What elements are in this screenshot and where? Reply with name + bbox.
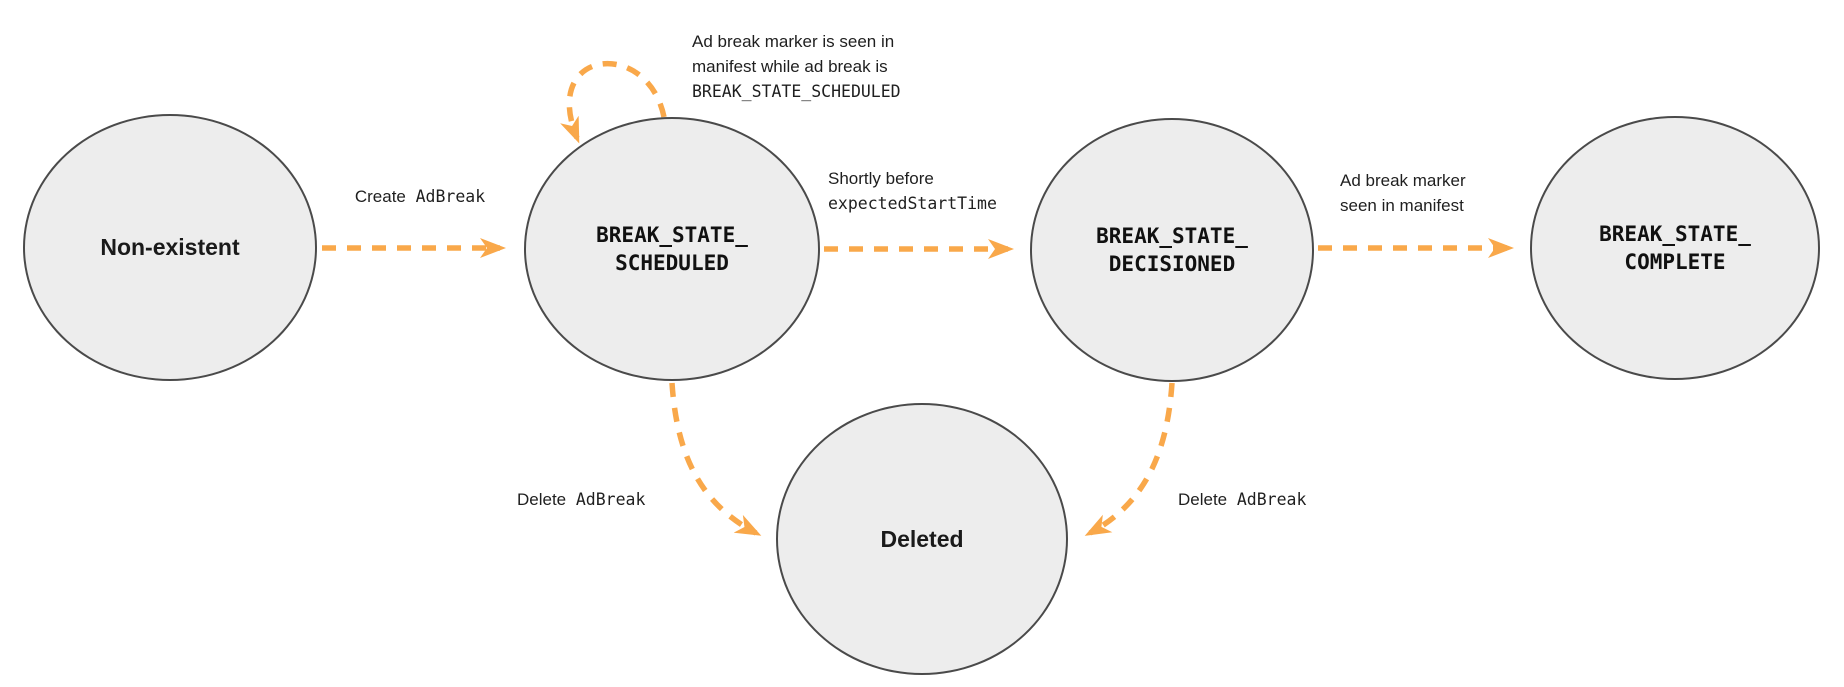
- state-decisioned-label-line2: DECISIONED: [1108, 252, 1236, 276]
- state-complete-label-line1: BREAK_STATE_: [1599, 222, 1751, 246]
- self-loop-label-line1: Ad break marker is seen in: [692, 32, 895, 51]
- state-non-existent: Non-existent: [23, 114, 317, 381]
- state-non-existent-label: Non-existent: [100, 234, 240, 260]
- arrow-self-loop-scheduled: [560, 60, 667, 144]
- state-break-state-complete: BREAK_STATE_ COMPLETE: [1530, 116, 1820, 380]
- state-break-state-scheduled: BREAK_STATE_ SCHEDULED: [524, 117, 820, 381]
- state-deleted: Deleted: [776, 403, 1068, 675]
- transition-label-marker-seen: Ad break marker seen in manifest: [1340, 171, 1466, 215]
- state-break-state-decisioned: BREAK_STATE_ DECISIONED: [1030, 118, 1314, 382]
- state-complete-label-line2: COMPLETE: [1624, 250, 1726, 274]
- transition-label-self-loop: Ad break marker is seen in manifest whil…: [692, 29, 901, 104]
- arrow-scheduled-to-deleted: [669, 382, 762, 536]
- state-scheduled-label-line2: SCHEDULED: [615, 251, 729, 275]
- self-loop-label-line2: manifest while ad break is: [692, 57, 888, 76]
- transition-label-delete-adbreak-left: Delete AdBreak: [517, 490, 646, 509]
- state-deleted-label: Deleted: [880, 525, 964, 552]
- arrow-decisioned-to-deleted: [1084, 382, 1175, 536]
- transition-label-delete-adbreak-right: Delete AdBreak: [1178, 490, 1307, 509]
- transition-label-shortly-before: Shortly before expectedStartTime: [828, 169, 997, 213]
- state-decisioned-label-line1: BREAK_STATE_: [1096, 224, 1248, 248]
- transition-label-create-adbreak: Create AdBreak: [354, 187, 486, 206]
- state-scheduled-label-line1: BREAK_STATE_: [596, 223, 748, 247]
- self-loop-label-code: BREAK_STATE_SCHEDULED: [692, 82, 901, 101]
